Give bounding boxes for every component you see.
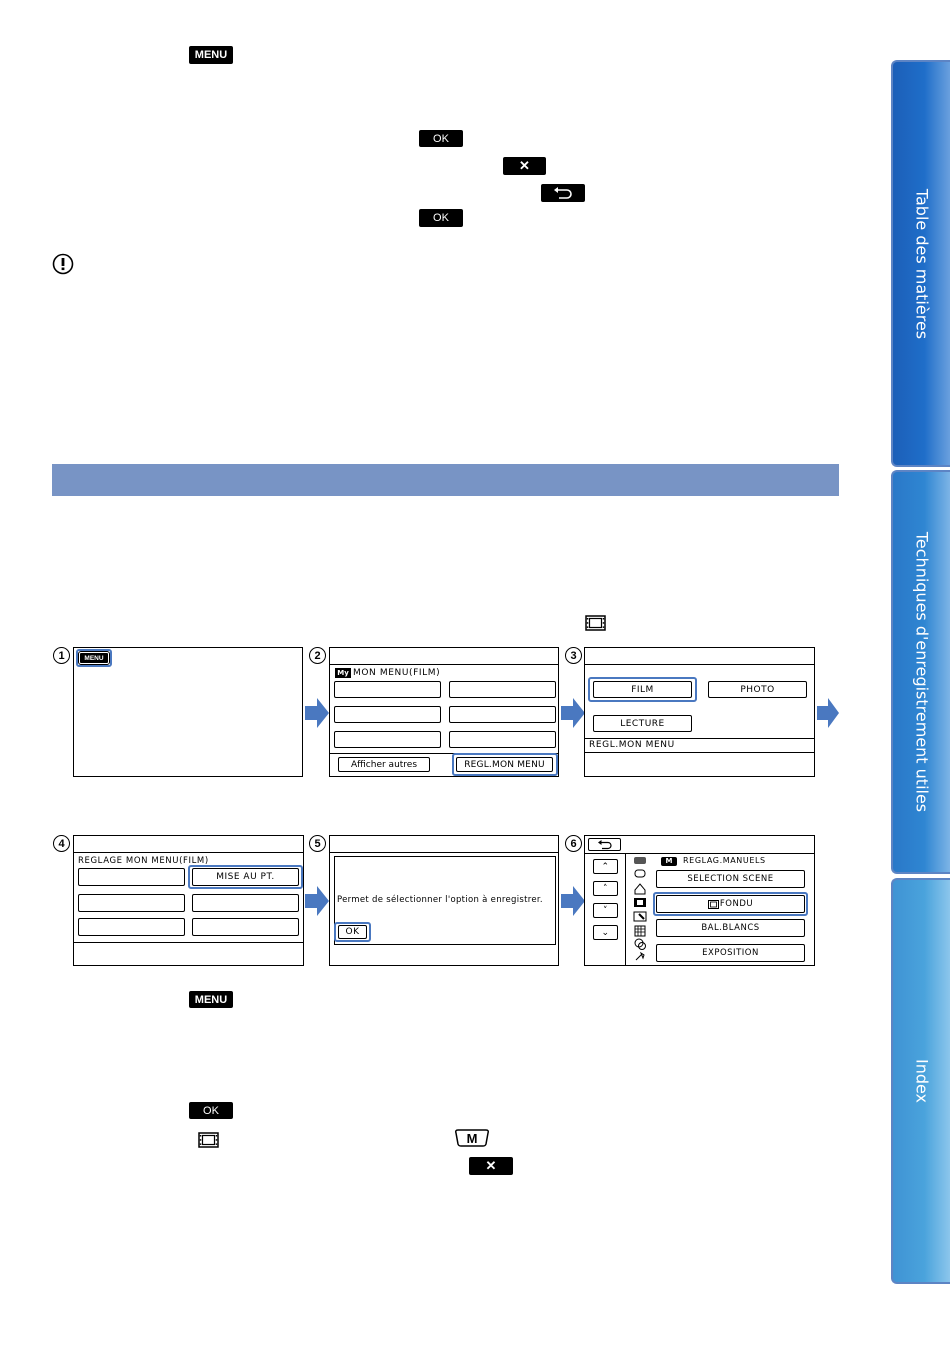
film-icon	[707, 899, 719, 909]
menu-icon: MENU	[189, 46, 233, 64]
step-number: 2	[309, 647, 326, 664]
back-icon	[541, 184, 585, 202]
step-number: 1	[53, 647, 70, 664]
step-number: 5	[309, 835, 326, 852]
ok-icon: OK	[419, 130, 463, 147]
tab-index[interactable]: Index	[891, 878, 950, 1284]
tab-label: Table des matières	[912, 188, 931, 339]
film-button[interactable]: FILM	[593, 681, 692, 698]
tab-techniques[interactable]: Techniques d'enregistrement utiles	[891, 470, 950, 874]
caution-icon	[52, 253, 74, 275]
flow-arrow	[305, 886, 329, 916]
screen-1: MENU	[73, 647, 303, 777]
scroll-top-button[interactable]: ⌃	[593, 859, 618, 874]
menu-slot[interactable]	[449, 681, 556, 698]
close-icon: ✕	[469, 1157, 513, 1175]
menu-slot[interactable]	[449, 731, 556, 748]
film-mode-icon	[198, 1132, 219, 1148]
category-icons	[633, 856, 647, 962]
step-number: 6	[565, 835, 582, 852]
ok-icon: OK	[189, 1102, 233, 1119]
menu-slot[interactable]	[334, 706, 441, 723]
photo-button[interactable]: PHOTO	[708, 681, 807, 698]
flow-arrow	[817, 698, 839, 728]
mise-au-pt-button[interactable]: MISE AU PT.	[192, 868, 299, 886]
step-number: 3	[565, 647, 582, 664]
regl-highlight	[452, 753, 558, 776]
scroll-bottom-button[interactable]: ⌄	[593, 925, 618, 940]
lecture-button[interactable]: LECTURE	[593, 715, 692, 732]
screen-2: My MON MENU(FILM) Afficher autres REGL.M…	[329, 647, 559, 777]
back-arrow-icon	[597, 839, 612, 849]
screen-4: REGLAGE MON MENU(FILM) MISE AU PT.	[73, 835, 304, 966]
section-header-bar	[52, 464, 839, 496]
menu-item[interactable]: BAL.BLANCS	[656, 919, 805, 937]
screen-footer-label: REGL.MON MENU	[589, 740, 675, 750]
step-number: 4	[53, 835, 70, 852]
screen-5: Permet de sélectionner l'option à enregi…	[329, 835, 559, 966]
menu-slot[interactable]	[192, 894, 299, 912]
close-icon: ✕	[503, 157, 546, 175]
m-label: M	[467, 1131, 478, 1146]
screen-title: REGLAGE MON MENU(FILM)	[78, 856, 209, 866]
flow-arrow	[561, 698, 585, 728]
menu-slot[interactable]	[78, 894, 185, 912]
menu-item[interactable]: SELECTION SCENE	[656, 870, 805, 888]
show-more-button[interactable]: Afficher autres	[338, 757, 430, 772]
menu-slot[interactable]	[334, 731, 441, 748]
screen-title: REGLAG.MANUELS	[683, 856, 766, 865]
back-arrow-icon	[554, 187, 572, 199]
menu-slot[interactable]	[449, 706, 556, 723]
message-text: Permet de sélectionner l'option à enregi…	[337, 895, 543, 905]
back-button[interactable]	[588, 838, 621, 851]
scroll-down-button[interactable]: ˅	[593, 903, 618, 918]
menu-item[interactable]: EXPOSITION	[656, 944, 805, 962]
fondu-highlight	[653, 892, 808, 916]
screen-3: FILM PHOTO LECTURE REGL.MON MENU	[584, 647, 815, 777]
m-badge: M	[661, 857, 677, 866]
screen-6: ⌃ ˄ ˅ ⌄ M REGLAG.MANUELS SELECTION SCENE…	[584, 835, 815, 966]
menu-icon: MENU	[189, 991, 233, 1008]
ok-icon: OK	[419, 209, 463, 227]
mise-au-pt-highlight	[188, 865, 303, 889]
tab-label: Index	[912, 1058, 931, 1104]
ok-highlight	[334, 922, 371, 942]
menu-highlight	[76, 649, 112, 667]
scroll-up-button[interactable]: ˄	[593, 881, 618, 896]
film-highlight	[588, 677, 697, 702]
menu-item-label: FONDU	[719, 899, 754, 909]
screen-title: MON MENU(FILM)	[353, 668, 441, 678]
menu-slot[interactable]	[192, 918, 299, 936]
my-badge: My	[335, 668, 351, 678]
flow-arrow	[305, 698, 329, 728]
menu-slot[interactable]	[78, 868, 185, 886]
tab-table-des-matieres[interactable]: Table des matières	[891, 60, 950, 467]
regl-mon-menu-button[interactable]: REGL.MON MENU	[456, 757, 553, 772]
menu-slot[interactable]	[334, 681, 441, 698]
flow-arrow	[561, 886, 585, 916]
menu-slot[interactable]	[78, 918, 185, 936]
tab-label: Techniques d'enregistrement utiles	[912, 531, 931, 813]
ok-button[interactable]: OK	[338, 925, 367, 939]
menu-button[interactable]: MENU	[78, 651, 110, 665]
message-panel	[334, 856, 556, 945]
menu-item-fondu[interactable]: FONDU	[656, 895, 805, 913]
film-mode-icon	[585, 615, 606, 631]
manual-mode-icon: M	[454, 1128, 490, 1148]
